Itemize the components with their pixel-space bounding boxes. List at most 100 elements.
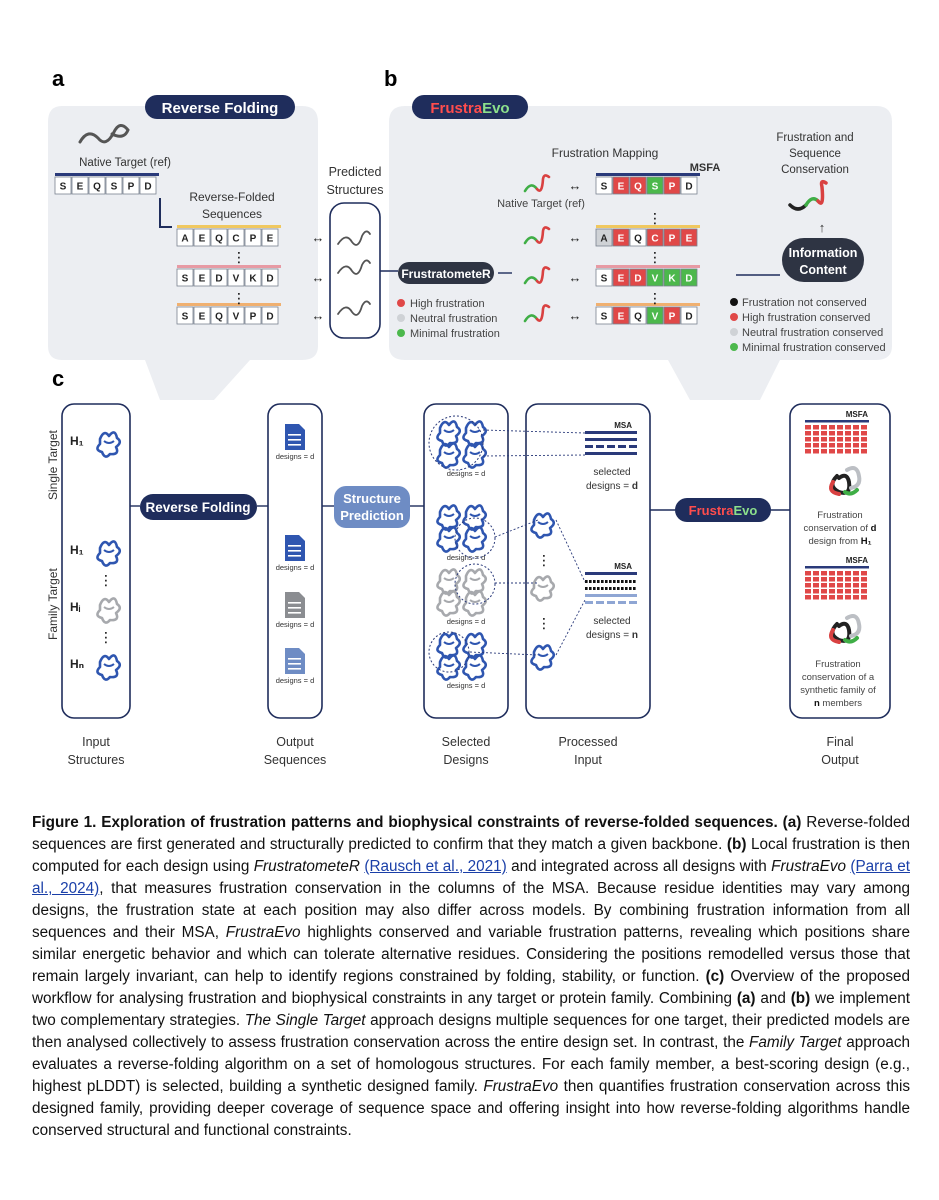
column-label: Sequences (264, 753, 327, 767)
msfa-cell (829, 437, 835, 442)
rf-seq-2-residue: V (233, 274, 240, 285)
msa-dot (593, 587, 596, 590)
reverse-folding-step-label: Reverse Folding (145, 500, 250, 515)
frustra-row-4-bar (596, 303, 700, 306)
frustra-row-4-cell (612, 306, 630, 325)
frustra-row-1-residue: P (669, 182, 676, 193)
frustra-row-1-cell (680, 176, 698, 195)
msa-dash (618, 445, 626, 448)
information-content-2: Content (799, 263, 847, 277)
frustra-row-4-cell (646, 306, 664, 325)
msfa-cell (837, 583, 843, 588)
column-label: Output (821, 753, 859, 767)
msa-dot (633, 580, 636, 583)
caption-t6: Overview of the proposed workflow for an… (32, 968, 911, 1007)
msfa-cell (821, 437, 827, 442)
msa-dot (621, 580, 624, 583)
frustra-row-3-residue: D (634, 274, 641, 285)
msfa-cell (813, 589, 819, 594)
panel-letter-c: c (52, 366, 64, 391)
msa-dot (609, 580, 612, 583)
msfa-cell (845, 431, 851, 436)
msfa-cell (853, 443, 859, 448)
legend-dot (730, 298, 738, 306)
msa-dot (601, 580, 604, 583)
rf-seq-3-residue: E (199, 312, 206, 323)
msfa-cell (805, 437, 811, 442)
legend-dot (730, 328, 738, 336)
msa-dash (607, 445, 615, 448)
frustra-row-2-residue: A (600, 234, 607, 245)
msfa-cell (821, 589, 827, 594)
msa-dot (625, 587, 628, 590)
rf-seq-3-cell (176, 306, 194, 325)
predicted-label-line2: Structures (327, 183, 384, 197)
dashed-connector (555, 519, 586, 583)
selected-designs-box (423, 403, 509, 719)
information-content-pill (782, 238, 864, 282)
msfa-cell (829, 583, 835, 588)
legend-text: High frustration (410, 298, 485, 310)
native-seq-residue: S (111, 182, 118, 193)
side-label-single: Single Target (46, 430, 60, 500)
msfa-cell (805, 449, 811, 454)
vdots-a1: ⋮ (232, 249, 246, 265)
msa-dot (597, 580, 600, 583)
caption-frustraevo: FrustraEvo (771, 858, 846, 875)
frustraevo-step-label: FrustraEvo (689, 503, 758, 518)
msa-line (585, 431, 637, 434)
frustra-row-1-residue: S (601, 182, 608, 193)
vdots: ⋮ (537, 552, 551, 568)
msa-dash (629, 445, 637, 448)
selected-protein-icon (462, 632, 488, 659)
native-target-label: Native Target (ref) (79, 157, 171, 169)
msfa-label: MSFA (846, 410, 868, 419)
citation-parra[interactable]: (Parra et al., 2024) (32, 858, 910, 897)
selection-circle (428, 415, 484, 471)
final-caption: Frustration (817, 510, 862, 521)
document-icon (285, 424, 305, 450)
final-output-box (789, 403, 891, 719)
msfa-cell (829, 577, 835, 582)
msfa-cell (813, 449, 819, 454)
rf-seq-3-cell (210, 306, 228, 325)
rf-seq-1-cell (193, 228, 211, 247)
mini-structure-red (535, 266, 551, 284)
column-label: Final (826, 735, 853, 749)
frustra-row-2-bar (596, 225, 700, 228)
rf-seq-1-residue: P (250, 234, 257, 245)
msa-line (585, 438, 637, 441)
msfa-cell (853, 577, 859, 582)
native-seq-residue: P (128, 182, 135, 193)
rf-seq-1-cell (210, 228, 228, 247)
rf-seq-1-bar (177, 225, 281, 228)
rf-seq-1-residue: Q (215, 234, 223, 245)
msfa-cell (861, 449, 867, 454)
native-seq-residue: E (77, 182, 84, 193)
frustra-row-2-cell (629, 228, 647, 247)
frustra-row-1-residue: E (618, 182, 625, 193)
rf-seq-3-residue: V (233, 312, 240, 323)
mini-structure-green (523, 236, 539, 245)
native-seq-cell (105, 176, 123, 195)
frustra-row-1-residue: D (685, 182, 692, 193)
frustra-row-3-residue: S (601, 274, 608, 285)
legend-text: Minimal frustration (410, 328, 500, 340)
msfa-cell (837, 425, 843, 430)
rf-seq-1-cell (227, 228, 245, 247)
citation-rausch[interactable]: (Rausch et al., 2021) (364, 858, 507, 875)
column-label: Input (574, 753, 602, 767)
selected-label: selected (593, 616, 630, 627)
msfa-cell (845, 595, 851, 600)
msfa-cell (861, 589, 867, 594)
input-protein-icon (96, 540, 122, 567)
msfa-cell (845, 443, 851, 448)
msfa-cell (805, 595, 811, 600)
information-content-1: Information (789, 246, 858, 260)
msfa-cell (845, 449, 851, 454)
msfa-cell (861, 583, 867, 588)
rf-arrow: ↔ (312, 230, 325, 245)
msfa-cell (829, 449, 835, 454)
